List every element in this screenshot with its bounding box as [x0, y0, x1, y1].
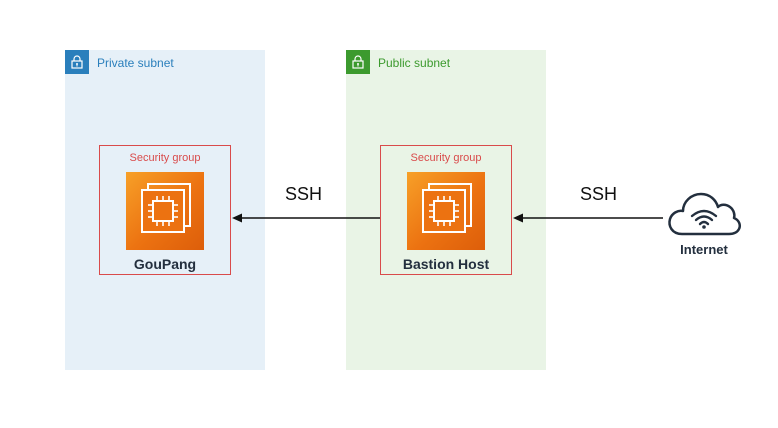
- internet-label: Internet: [680, 242, 728, 257]
- public-subnet-label: Public subnet: [378, 56, 451, 70]
- public-subnet: Public subnet: [346, 50, 546, 370]
- bastion-host-label: Bastion Host: [402, 256, 490, 272]
- lock-icon: [65, 50, 89, 74]
- private-subnet: Private subnet: [65, 50, 265, 370]
- ssh-arrow-bastion-to-goupang: [232, 213, 380, 223]
- lock-icon: [346, 50, 370, 74]
- ec2-instance-icon: [126, 172, 204, 250]
- security-group-goupang: Security group GouPang: [99, 145, 231, 275]
- private-subnet-label: Private subnet: [97, 56, 174, 70]
- ssh-label: SSH: [580, 184, 618, 204]
- security-group-label: Security group: [410, 152, 482, 164]
- internet-cloud-icon: [668, 192, 742, 236]
- goupang-label: GouPang: [133, 256, 197, 272]
- ssh-arrow-internet-to-bastion: [513, 213, 663, 223]
- security-group-bastion-host: Security group Bastion Host: [380, 145, 512, 275]
- security-group-label: Security group: [129, 152, 201, 164]
- ec2-instance-icon: [407, 172, 485, 250]
- ssh-label: SSH: [285, 184, 323, 204]
